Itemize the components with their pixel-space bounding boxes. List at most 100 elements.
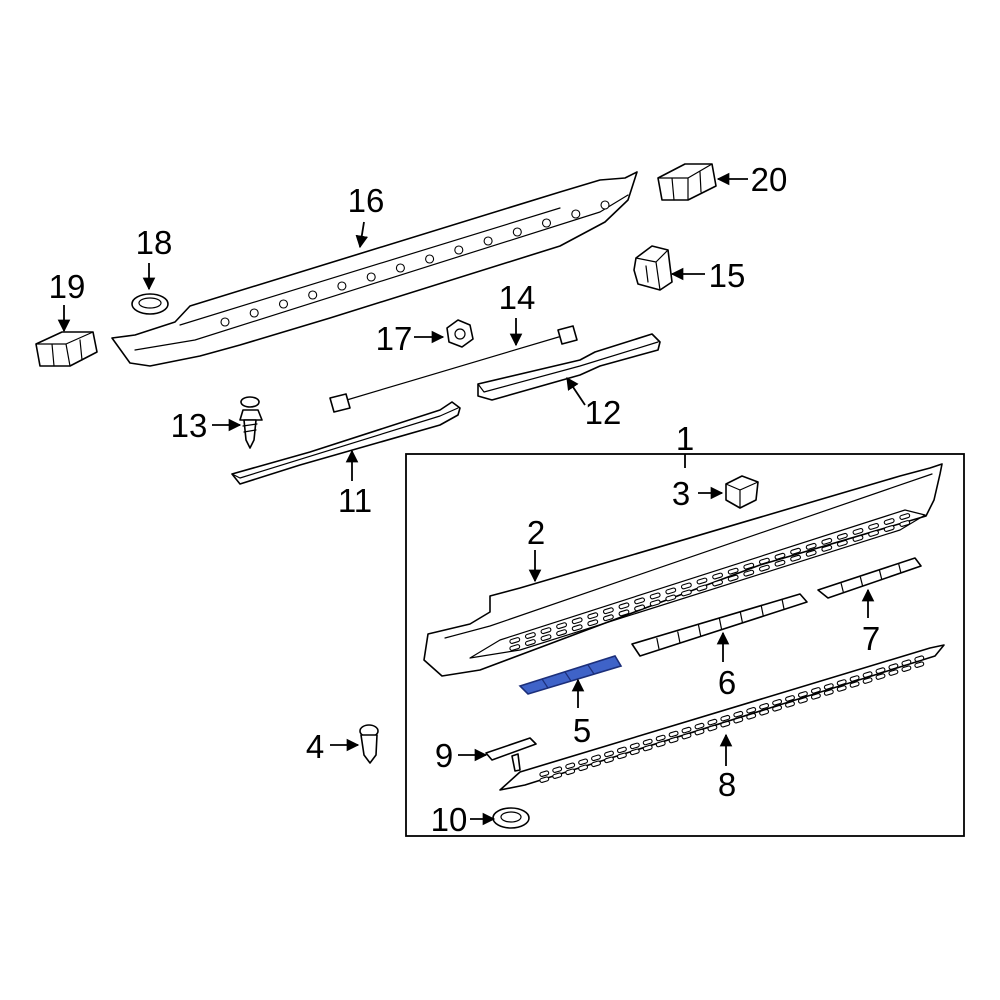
part-14-harness[interactable]: [329, 325, 578, 413]
board-slot: [712, 579, 724, 587]
callout-14[interactable]: 14: [499, 279, 536, 316]
insert-slot: [810, 693, 821, 700]
board-slot: [696, 577, 708, 585]
board-slot: [836, 532, 848, 540]
board-slot: [696, 584, 708, 592]
insert-slot: [591, 754, 601, 762]
part-5-step-pad-highlighted[interactable]: [518, 655, 623, 695]
callout-17[interactable]: 17: [376, 320, 413, 357]
board-slot: [790, 554, 802, 562]
part-11-trim-strip[interactable]: [231, 401, 461, 485]
panel-hole: [220, 317, 230, 327]
panel-hole: [278, 299, 289, 309]
board-slot: [556, 629, 568, 637]
part-18-grommet[interactable]: [131, 293, 169, 315]
pad-rib: [760, 605, 764, 617]
callout-5[interactable]: 5: [573, 712, 591, 749]
board-slot: [602, 607, 614, 615]
board-slot: [821, 537, 833, 545]
callout-20[interactable]: 20: [751, 161, 788, 198]
callout-18[interactable]: 18: [136, 224, 173, 261]
insert-slot: [668, 730, 679, 738]
insert-slot: [642, 738, 653, 746]
part-6-step-pad[interactable]: [631, 593, 808, 657]
insert-slot: [733, 710, 744, 718]
insert-slot: [875, 673, 886, 680]
insert-slot: [694, 722, 705, 730]
callout-1[interactable]: 1: [676, 420, 694, 457]
panel-hole: [425, 254, 435, 264]
part-15-bracket[interactable]: [633, 245, 673, 291]
insert-slot: [823, 689, 834, 696]
panel-hole: [395, 263, 405, 273]
panel-hole: [308, 290, 318, 300]
board-slot: [587, 619, 599, 627]
board-slot: [665, 594, 677, 602]
insert-slot: [733, 716, 744, 724]
callout-4[interactable]: 4: [306, 728, 324, 765]
callout-6[interactable]: 6: [718, 664, 736, 701]
insert-slot: [552, 772, 563, 779]
callout-13[interactable]: 13: [171, 407, 208, 444]
insert-slot: [759, 703, 770, 710]
callout-8[interactable]: 8: [718, 766, 736, 803]
board-slot: [805, 549, 817, 557]
board-slot: [727, 567, 739, 575]
part-9-fastener[interactable]: [485, 737, 537, 772]
leader-lines: [57, 172, 875, 826]
callout-16[interactable]: 16: [348, 182, 385, 219]
part-17-nut[interactable]: [446, 319, 474, 348]
callout-7[interactable]: 7: [862, 620, 880, 657]
insert-slot: [875, 667, 886, 674]
part-13-screw[interactable]: [239, 396, 263, 449]
callout-3[interactable]: 3: [672, 475, 690, 512]
board-slot: [540, 634, 552, 642]
panel-hole: [249, 308, 259, 318]
part-10-grommet[interactable]: [492, 807, 530, 829]
board-slot: [618, 609, 630, 617]
part-19-clip[interactable]: [35, 331, 98, 367]
board-slot: [743, 562, 755, 570]
callout-9[interactable]: 9: [435, 737, 453, 774]
insert-slot: [655, 740, 666, 748]
panel-hole: [512, 227, 522, 237]
insert-slot: [836, 685, 847, 692]
board-slot: [602, 614, 614, 622]
callout-15[interactable]: 15: [709, 257, 746, 294]
part-7-step-pad[interactable]: [817, 557, 922, 599]
insert-slot: [539, 770, 550, 777]
board-slot: [680, 582, 692, 590]
callout-19[interactable]: 19: [49, 268, 86, 305]
insert-slot: [862, 671, 873, 678]
part-20-clip[interactable]: [657, 163, 717, 201]
insert-slot: [759, 709, 770, 716]
board-slot: [883, 525, 895, 532]
insert-slot: [823, 683, 834, 690]
callout-10[interactable]: 10: [431, 801, 468, 838]
insert-slot: [668, 736, 679, 744]
insert-slot: [578, 764, 589, 772]
board-slot: [649, 599, 661, 607]
board-slot: [680, 589, 692, 597]
insert-slot: [901, 659, 912, 666]
part-12-trim-strip[interactable]: [477, 333, 661, 401]
part-2-running-board[interactable]: [423, 463, 943, 677]
callout-12[interactable]: 12: [585, 394, 622, 431]
insert-slot: [720, 720, 731, 728]
insert-slot: [694, 728, 705, 736]
board-slot: [556, 622, 568, 630]
board-slot: [899, 513, 911, 520]
board-slot: [836, 539, 848, 547]
insert-slot: [720, 714, 731, 722]
part-3-pad[interactable]: [725, 475, 759, 509]
insert-slot: [888, 663, 899, 670]
board-slot: [821, 544, 833, 552]
insert-slot: [849, 675, 860, 682]
callout-11[interactable]: 11: [338, 482, 372, 519]
part-16-rocker-reinforcement[interactable]: [111, 171, 638, 367]
callout-2[interactable]: 2: [527, 514, 545, 551]
part-4-push-clip[interactable]: [359, 724, 379, 764]
part-8-step-insert[interactable]: [499, 644, 945, 791]
insert-slot: [629, 742, 640, 750]
